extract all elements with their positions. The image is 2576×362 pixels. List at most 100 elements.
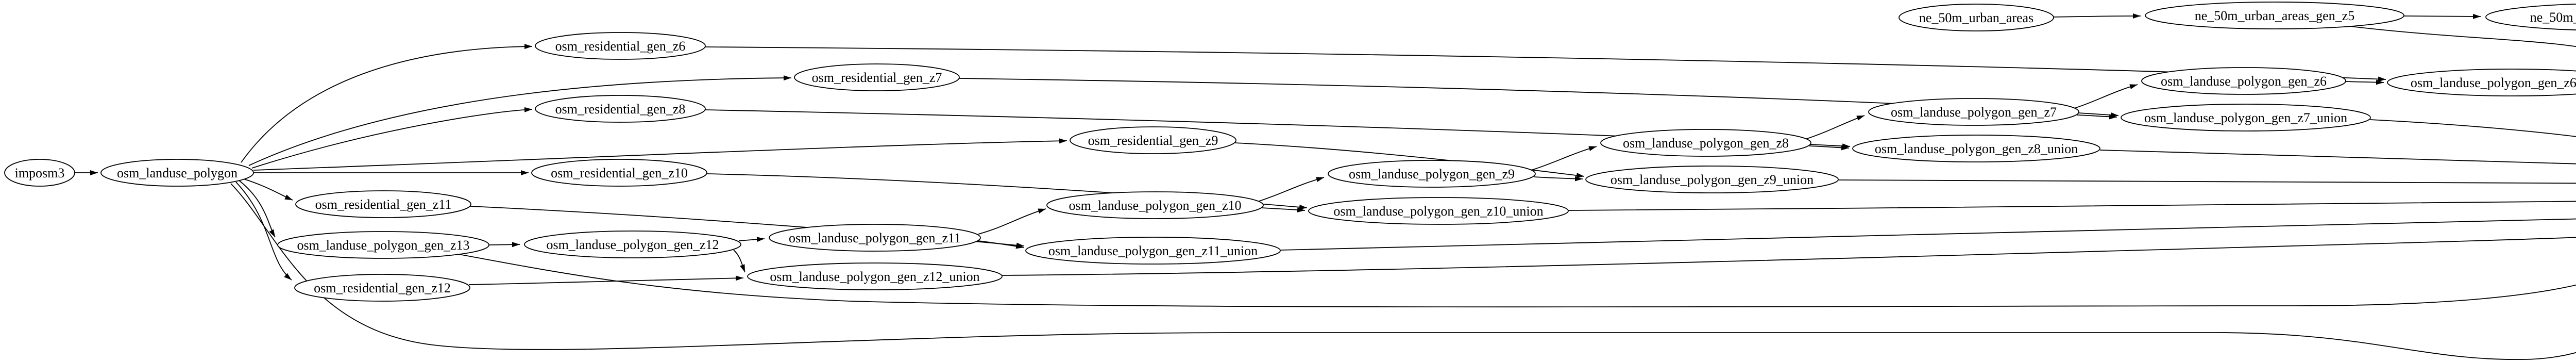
node-ellipse — [1328, 160, 1536, 188]
node-ellipse — [4, 159, 75, 187]
edge — [2074, 84, 2138, 109]
node-ellipse — [1308, 197, 1569, 225]
edge — [978, 208, 1046, 235]
edge — [241, 44, 533, 163]
edge — [1280, 218, 2576, 251]
edge — [738, 237, 765, 242]
node-label: osm_landuse_polygon_gen_z9_union — [1611, 172, 1814, 187]
node-osm-landuse-polygon-gen-z10-union: osm_landuse_polygon_gen_z10_union — [1308, 197, 1569, 225]
edge — [235, 182, 292, 281]
node-osm-landuse-polygon-gen-z8: osm_landuse_polygon_gen_z8 — [1600, 129, 1811, 157]
edge — [1568, 201, 2576, 211]
edge — [2099, 150, 2576, 164]
node-label: osm_landuse_polygon_gen_z7_union — [2144, 110, 2347, 125]
node-ellipse — [524, 231, 741, 258]
node-osm-residential-gen-z8: osm_residential_gen_z8 — [535, 95, 706, 123]
node-label: osm_landuse_polygon — [117, 166, 238, 180]
node-label: osm_residential_gen_z11 — [315, 197, 452, 212]
node-label: osm_residential_gen_z6 — [555, 39, 686, 54]
edge — [458, 254, 2576, 308]
node-ellipse — [1585, 166, 1839, 193]
node-ellipse — [535, 95, 706, 123]
node-osm-landuse-polygon-gen-z9-union: osm_landuse_polygon_gen_z9_union — [1585, 166, 1839, 193]
node-label: ne_50m_urban_areas — [1919, 10, 2033, 25]
node-osm-residential-gen-z9: osm_residential_gen_z9 — [1070, 126, 1236, 154]
edge — [1531, 146, 1597, 171]
node-ellipse — [2485, 4, 2576, 30]
edge — [733, 250, 745, 273]
node-label: osm_landuse_polygon_gen_z13 — [297, 238, 469, 253]
node-ne-50m-urban-areas-gen-z4: ne_50m_urban_areas_gen_z4 — [2485, 4, 2576, 30]
node-ellipse — [1600, 129, 1811, 157]
node-ellipse — [1070, 126, 1236, 154]
node-osm-landuse-polygon-gen-z7-union: osm_landuse_polygon_gen_z7_union — [2121, 104, 2371, 131]
node-label: imposm3 — [15, 166, 65, 180]
node-ellipse — [747, 262, 1003, 290]
node-osm-landuse-polygon: osm_landuse_polygon — [100, 159, 254, 187]
node-ellipse — [2145, 2, 2404, 29]
node-label: osm_landuse_polygon_gen_z11_union — [1048, 243, 1258, 258]
node-osm-landuse-polygon-gen-z6-union: osm_landuse_polygon_gen_z6_union — [2387, 69, 2576, 96]
node-label: osm_landuse_polygon_gen_z6_union — [2411, 75, 2576, 90]
node-label: ne_50m_urban_areas_gen_z5 — [2195, 8, 2354, 23]
node-ellipse — [277, 231, 489, 259]
node-osm-landuse-polygon-gen-z9: osm_landuse_polygon_gen_z9 — [1328, 160, 1536, 188]
node-osm-residential-gen-z6: osm_residential_gen_z6 — [535, 32, 706, 60]
node-label: osm_residential_gen_z8 — [555, 102, 686, 117]
node-ellipse — [1868, 98, 2079, 126]
node-ellipse — [100, 159, 254, 187]
node-imposm3: imposm3 — [4, 159, 75, 187]
node-ellipse — [294, 274, 470, 302]
node-ellipse — [1852, 135, 2100, 162]
edge — [1002, 237, 2576, 276]
edge — [251, 107, 533, 169]
node-label: osm_landuse_polygon_gen_z8 — [1623, 136, 1789, 151]
node-ellipse — [531, 159, 707, 187]
node-ellipse — [2387, 69, 2576, 96]
edge — [2345, 25, 2576, 47]
node-ellipse — [535, 32, 706, 60]
node-label: osm_landuse_polygon_gen_z8_union — [1875, 141, 2078, 156]
edge — [2403, 13, 2481, 19]
node-osm-landuse-polygon-gen-z10: osm_landuse_polygon_gen_z10 — [1046, 191, 1264, 219]
edge — [248, 75, 792, 166]
node-ellipse — [1899, 4, 2054, 31]
node-label: osm_landuse_polygon_gen_z12 — [546, 237, 719, 252]
node-ellipse — [2141, 67, 2346, 95]
node-osm-landuse-polygon-gen-z13: osm_landuse_polygon_gen_z13 — [277, 231, 489, 259]
node-ellipse — [769, 224, 981, 252]
edge — [468, 275, 744, 285]
node-osm-residential-gen-z12: osm_residential_gen_z12 — [294, 274, 470, 302]
edge — [1805, 115, 1865, 140]
edge — [253, 138, 1067, 171]
edges — [75, 13, 2576, 360]
node-osm-residential-gen-z10: osm_residential_gen_z10 — [531, 159, 707, 187]
node-label: osm_landuse_polygon_gen_z11 — [789, 231, 961, 245]
node-label: osm_landuse_polygon_gen_z10_union — [1333, 204, 1543, 219]
edge — [1261, 207, 1306, 212]
node-ne-50m-urban-areas-gen-z5: ne_50m_urban_areas_gen_z5 — [2145, 2, 2404, 29]
node-label: osm_residential_gen_z7 — [812, 70, 942, 85]
node-ellipse — [794, 63, 960, 91]
node-label: osm_residential_gen_z10 — [551, 166, 688, 180]
node-ellipse — [1025, 237, 1281, 265]
node-osm-landuse-polygon-gen-z12: osm_landuse_polygon_gen_z12 — [524, 231, 741, 258]
node-osm-residential-gen-z11: osm_residential_gen_z11 — [295, 190, 471, 218]
node-osm-residential-gen-z7: osm_residential_gen_z7 — [794, 63, 960, 91]
node-ellipse — [1046, 191, 1264, 219]
node-label: osm_landuse_polygon_gen_z7 — [1891, 105, 2057, 120]
edge — [1838, 179, 2576, 184]
node-osm-landuse-polygon-gen-z6: osm_landuse_polygon_gen_z6 — [2141, 67, 2346, 95]
edge — [488, 242, 520, 248]
node-label: osm_landuse_polygon_gen_z12_union — [770, 269, 979, 284]
node-ne-50m-urban-areas: ne_50m_urban_areas — [1899, 4, 2054, 31]
edge — [239, 180, 276, 238]
edge — [1534, 176, 1583, 182]
edge — [2369, 119, 2576, 137]
node-osm-landuse-polygon-gen-z8-union: osm_landuse_polygon_gen_z8_union — [1852, 135, 2100, 162]
node-osm-landuse-polygon-gen-z11: osm_landuse_polygon_gen_z11 — [769, 224, 981, 252]
edge — [2053, 13, 2141, 19]
edge — [2345, 79, 2384, 85]
nodes: imposm3 osm_landuse_polygon osm_resident… — [4, 2, 2576, 302]
